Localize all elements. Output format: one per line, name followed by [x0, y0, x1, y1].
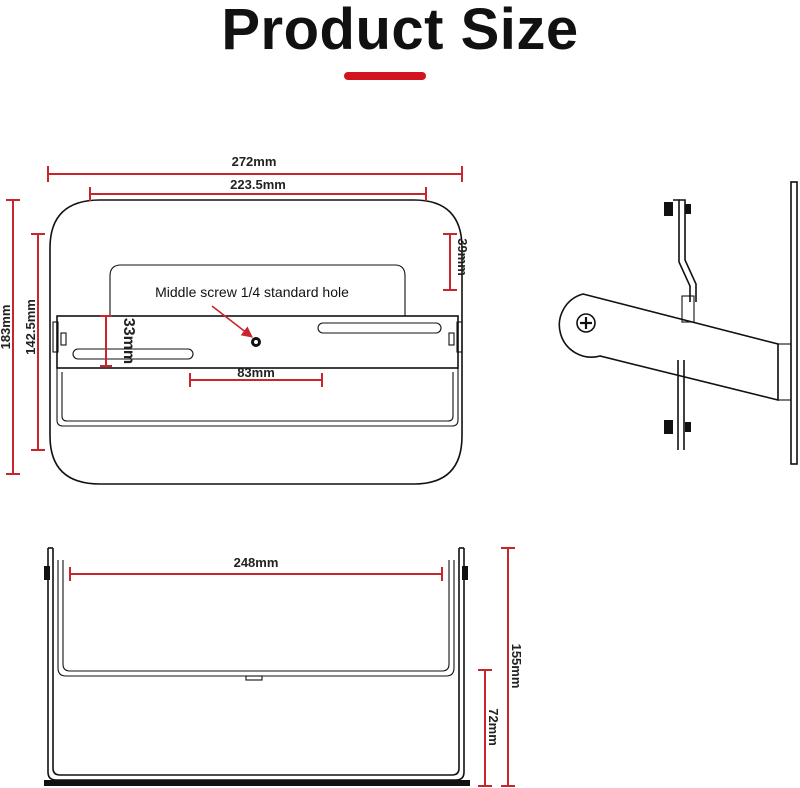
label-bottom-width: 248mm: [234, 555, 279, 570]
label-side-height: 155mm: [509, 644, 524, 689]
bottom-dimension-lines: [69, 547, 515, 787]
front-view: [49, 199, 463, 485]
label-overall-width: 272mm: [232, 154, 277, 169]
arrow-icon: [211, 305, 253, 338]
annotation-middle-screw: Middle screw 1/4 standard hole: [155, 284, 349, 300]
title-accent-bar: [344, 72, 426, 80]
screw-icon: [576, 313, 596, 333]
bottom-view: [44, 547, 470, 786]
bolt-icon: [664, 202, 691, 434]
label-top-offset: 39mm: [455, 238, 470, 276]
page-title: Product Size: [221, 0, 579, 62]
label-lower-height: 72mm: [486, 708, 501, 746]
label-overall-height: 183mm: [0, 305, 13, 350]
label-slot-spacing: 83mm: [237, 365, 275, 380]
label-slot-height: 33mm: [120, 318, 137, 364]
label-inner-width: 223.5mm: [230, 177, 286, 192]
front-dimension-lines: [6, 166, 463, 475]
side-view: [558, 181, 798, 465]
label-inner-height: 142.5mm: [23, 299, 38, 355]
